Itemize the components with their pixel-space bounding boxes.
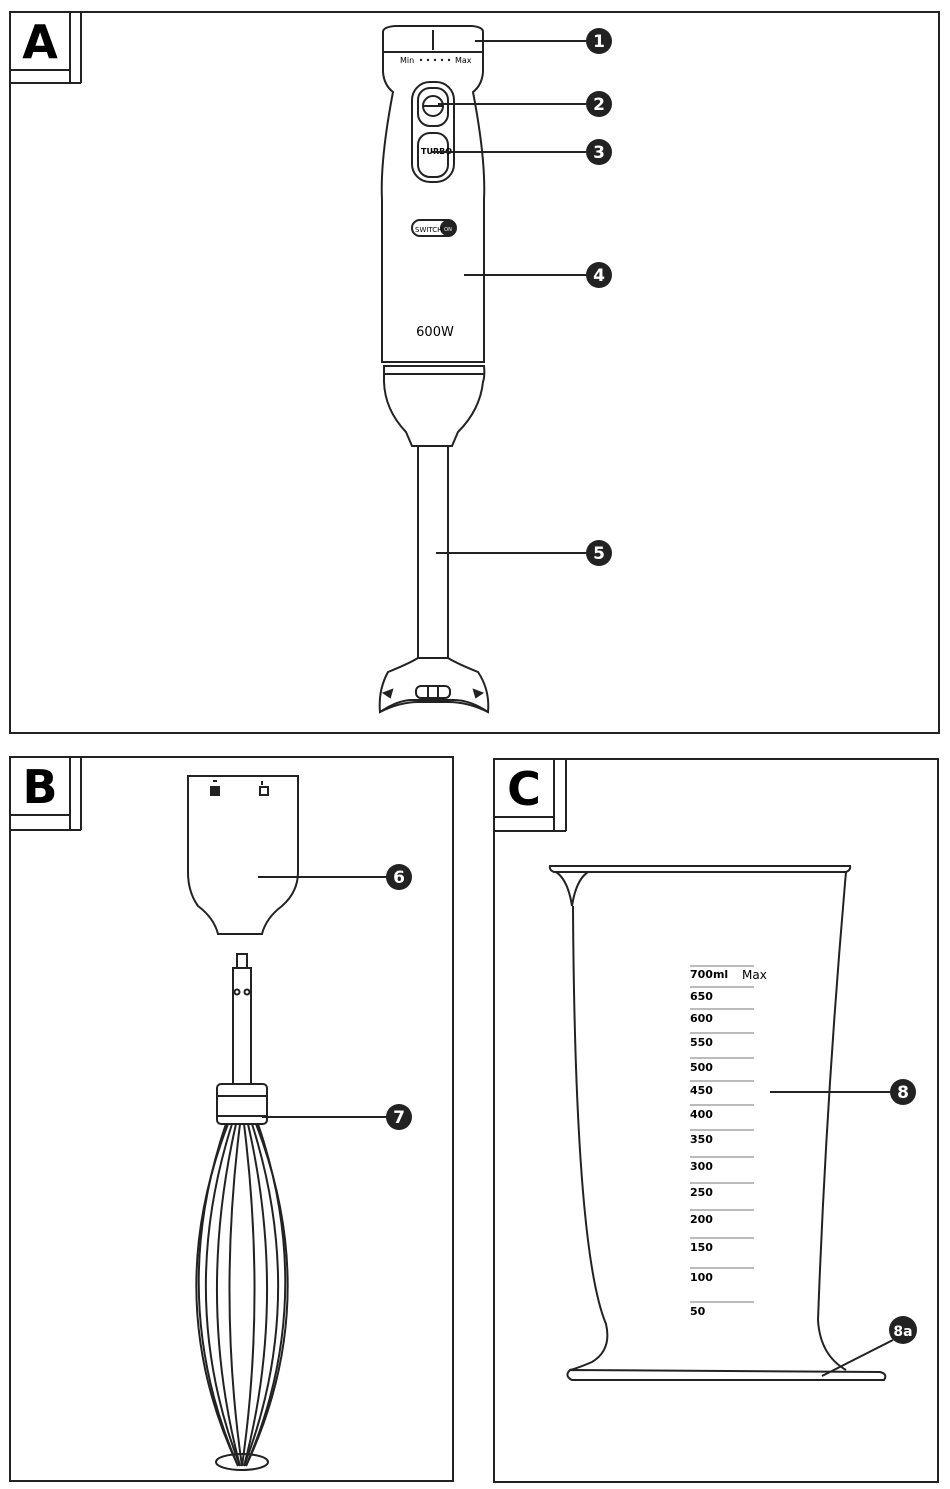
brand-on-label: ON bbox=[444, 227, 452, 233]
scale-label: 300 bbox=[690, 1160, 713, 1173]
panel-c-frame bbox=[493, 758, 939, 1483]
svg-text:2: 2 bbox=[593, 95, 605, 115]
svg-text:7: 7 bbox=[393, 1108, 405, 1128]
callout-1: 1 bbox=[586, 28, 612, 54]
svg-text:8a: 8a bbox=[893, 1324, 912, 1340]
panel-b-label-box bbox=[9, 756, 71, 816]
cup-base bbox=[566, 1368, 887, 1381]
turbo-button[interactable] bbox=[417, 132, 449, 178]
panel-c-label-box bbox=[493, 758, 555, 818]
speed-button[interactable] bbox=[417, 87, 449, 127]
lock-icon bbox=[210, 786, 220, 796]
measuring-cup bbox=[548, 865, 887, 1381]
scale-label: 600 bbox=[690, 1012, 713, 1025]
scale-label: 150 bbox=[690, 1241, 713, 1254]
panel-b-frame bbox=[9, 756, 454, 1482]
svg-text:3: 3 bbox=[593, 143, 605, 163]
panel-b-label: B bbox=[22, 760, 57, 814]
whisk-adapter bbox=[187, 775, 299, 935]
cup-left-wall bbox=[569, 905, 609, 1371]
speed-dots bbox=[419, 58, 451, 62]
svg-text:8: 8 bbox=[897, 1083, 909, 1103]
speed-min-label: Min bbox=[400, 56, 414, 65]
whisk-shaft bbox=[232, 967, 252, 1085]
hand-blender bbox=[378, 25, 490, 714]
scale-label: 200 bbox=[690, 1213, 713, 1226]
panel-c: C 700ml 650 6 bbox=[493, 758, 939, 1483]
svg-text:6: 6 bbox=[393, 868, 405, 888]
cup-scale-lines bbox=[690, 965, 754, 1303]
scale-label: 550 bbox=[690, 1036, 713, 1049]
cup-rim bbox=[548, 865, 852, 873]
scale-label: 700ml bbox=[690, 968, 728, 981]
callout-7: 7 bbox=[386, 1104, 412, 1130]
whisk-collar bbox=[216, 1083, 268, 1125]
power-rating: 600W bbox=[416, 325, 454, 340]
callout-5: 5 bbox=[586, 540, 612, 566]
callout-8: 8 bbox=[890, 1079, 916, 1105]
scale-label: 100 bbox=[690, 1271, 713, 1284]
panel-a: A bbox=[9, 11, 940, 734]
brand-label: SWITCH bbox=[415, 226, 442, 234]
scale-label: 250 bbox=[690, 1186, 713, 1199]
scale-label: 450 bbox=[690, 1084, 713, 1097]
svg-text:5: 5 bbox=[593, 544, 605, 564]
panel-c-label: C bbox=[507, 762, 541, 816]
blade-bell bbox=[378, 657, 490, 714]
whisk-tip bbox=[236, 953, 248, 969]
callout-4: 4 bbox=[586, 262, 612, 288]
svg-text:4: 4 bbox=[593, 266, 605, 286]
motor-housing bbox=[380, 52, 486, 363]
balloon-whisk bbox=[195, 953, 289, 1471]
panel-a-frame bbox=[9, 11, 940, 734]
control-panel bbox=[411, 81, 455, 183]
callout-8a: 8a bbox=[889, 1316, 917, 1344]
callout-2: 2 bbox=[586, 91, 612, 117]
callout-3: 3 bbox=[586, 139, 612, 165]
leader-lines-b bbox=[258, 876, 386, 1118]
cup-max-label: Max bbox=[742, 968, 767, 982]
svg-text:1: 1 bbox=[593, 32, 605, 52]
leader-lines-a bbox=[432, 40, 586, 554]
collar bbox=[383, 365, 486, 447]
unlock-icon bbox=[259, 786, 269, 796]
leader-lines-c bbox=[770, 1091, 894, 1377]
panel-b: B bbox=[9, 756, 454, 1482]
scale-label: 650 bbox=[690, 990, 713, 1003]
speed-dial bbox=[382, 25, 484, 53]
scale-label: 50 bbox=[690, 1305, 706, 1318]
cup-scale-labels: 700ml 650 600 550 500 450 400 350 300 25… bbox=[690, 968, 728, 1318]
scale-label: 350 bbox=[690, 1133, 713, 1146]
panel-a-label-box bbox=[9, 11, 71, 71]
scale-label: 400 bbox=[690, 1108, 713, 1121]
scale-label: 500 bbox=[690, 1061, 713, 1074]
callout-6: 6 bbox=[386, 864, 412, 890]
panel-a-label: A bbox=[22, 15, 58, 69]
speed-max-label: Max bbox=[455, 56, 472, 65]
cup-right-wall bbox=[816, 871, 847, 1371]
